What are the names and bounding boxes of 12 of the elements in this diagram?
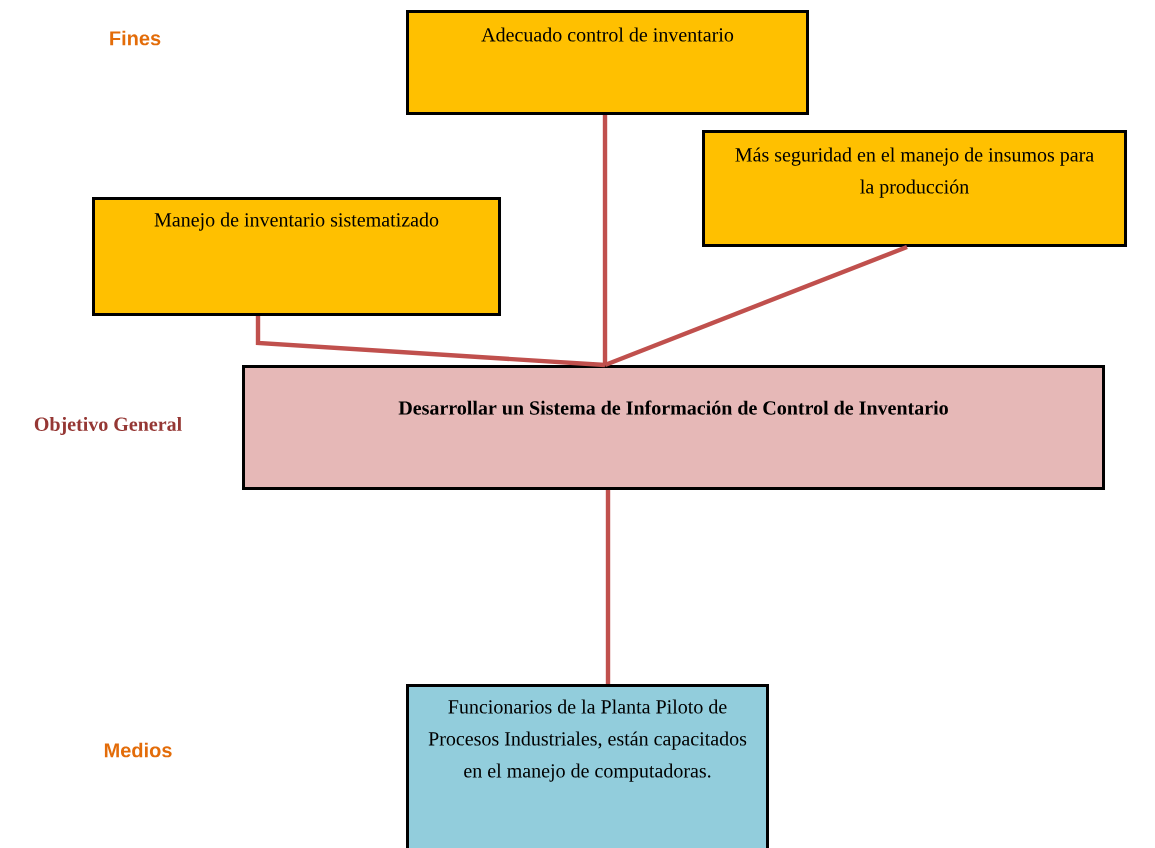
connector-line (602, 115, 608, 365)
process-box: Adecuado control de inventario (406, 10, 809, 115)
process-box: Manejo de inventario sistematizado (92, 197, 501, 316)
process-box: Más seguridad en el manejo de insumos para la producción (702, 130, 1127, 247)
section-label: Fines (110, 30, 161, 46)
section-label: Medios (104, 742, 172, 758)
process-box: Funcionarios de la Planta Piloto de Procesos Industriales, están capacitados en el manejo de computadoras. (406, 684, 769, 848)
section-label: Objetivo General (34, 416, 182, 436)
connector-line (605, 490, 611, 684)
connector-line (255, 316, 606, 368)
objective-box: Desarrollar un Sistema de Información de Control de Inventario (242, 365, 1105, 490)
connector-line (604, 244, 908, 368)
